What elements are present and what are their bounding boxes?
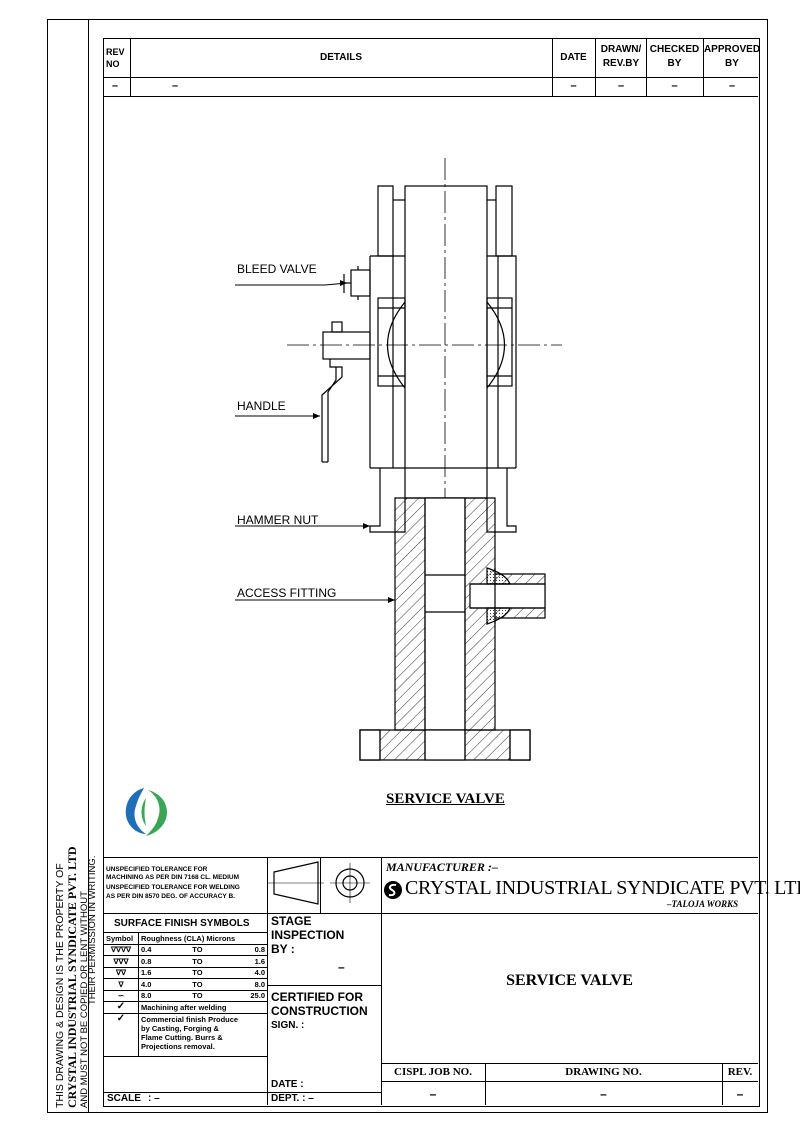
company-logo-icon [125,788,168,836]
table-row: ∇ 4.0 TO 8.0 [103,978,269,991]
checked-header: CHECKED BY [649,44,700,69]
stage-line3: BY : [271,942,295,956]
outer-border [47,19,768,1113]
drawn-value: – [617,80,625,92]
tolerance-note-line3: UNSPECIFIED TOLERANCE FOR WELDING [106,884,240,891]
surface-finish-title: SURFACE FINISH SYMBOLS [114,918,250,929]
drawing-no-label: DRAWING NO. [565,1066,642,1078]
sf-to: 25.0 [216,989,269,1002]
handle-label: HANDLE [237,399,286,413]
inner-border [103,38,760,1107]
sf-symbol: ∇ [103,978,139,991]
sf-commercial-line4: Projections removal. [141,1041,215,1051]
title-block-title: SERVICE VALVE [506,972,633,989]
table-row: ∇∇∇ 0.8 TO 1.6 [103,955,269,968]
sf-to: 1.6 [216,955,269,968]
sf-weld-symbol: ✓ [103,1001,139,1014]
date-value: – [570,80,577,92]
table-row: ✓ Commercial finish Produce by Casting, … [103,1012,268,1057]
approved-value: – [728,80,736,92]
stage-line1: STAGE [271,914,312,928]
stage-value: – [338,960,345,974]
sf-weld-text: Machining after welding [138,1001,268,1014]
sf-to: 8.0 [216,978,269,991]
tolerance-note-line4: AS PER DIN 8570 DEG. OF ACCURACY B. [106,893,235,900]
third-angle-projection-icon [268,861,370,905]
job-no-label: CISPL JOB NO. [394,1066,472,1078]
scale-value: : – [148,1093,160,1104]
sf-to: 4.0 [216,966,269,979]
manufacturer-label: MANUFACTURER :– [386,860,498,874]
sf-from: 0.4 [138,943,179,956]
sf-symbol-header: Symbol [103,932,139,945]
sf-from: 0.8 [138,955,179,968]
sf-commercial-symbol: ✓ [103,1012,139,1057]
certified-sign: SIGN. : [271,1020,305,1031]
certified-dept: DEPT. : – [271,1093,314,1104]
details-header: DETAILS [319,52,363,63]
drawing-title: SERVICE VALVE [386,791,505,807]
sf-symbol: ∇∇∇ [103,955,139,968]
sf-to-word: TO [178,955,217,968]
certified-line1: CERTIFIED FOR [271,990,363,1004]
sf-commercial-text: Commercial finish Produce by Casting, Fo… [138,1012,268,1057]
table-row: ✓ Machining after welding [103,1001,268,1014]
rev-no-value: – [112,80,119,92]
details-value: – [172,80,179,92]
manufacturer-company: CRYSTAL INDUSTRIAL SYNDICATE PVT. LTD [405,877,800,899]
sf-from: 8.0 [138,989,179,1002]
sf-from: 1.6 [138,966,179,979]
date-header: DATE [560,52,587,63]
job-no-value: – [429,1087,437,1101]
sf-to: 0.8 [216,943,269,956]
sf-to-word: TO [178,978,217,991]
approved-header: APPROVED BY [703,44,761,69]
surface-finish-table: Symbol Roughness (CLA) Microns ∇∇∇∇ 0.4 … [103,932,269,1057]
rev-no-header: REV NO [106,47,125,69]
rev-label: REV. [727,1066,753,1078]
sf-symbol: ∇∇∇∇ [103,943,139,956]
sf-roughness-header: Roughness (CLA) Microns [138,932,268,945]
sf-to-word: TO [178,966,217,979]
table-row: ∽ 8.0 TO 25.0 [103,989,269,1002]
rev-value: – [736,1087,744,1101]
sf-commercial-line3: Flame Cutting. Burrs & [141,1032,223,1042]
stage-line2: INSPECTION [271,928,345,942]
manufacturer-works: –TALOJA WORKS [667,899,739,909]
tolerance-note-line1: UNSPECIFIED TOLERANCE FOR [106,866,208,873]
sf-to-word: TO [178,943,217,956]
side-strip-divider [88,19,89,1112]
hammer-nut-label: HAMMER NUT [237,513,319,527]
checked-value: – [671,80,678,92]
bleed-valve-label: BLEED VALVE [237,262,317,276]
drawing-no-value: – [600,1087,607,1101]
drawn-header: DRAWN/ REV.BY [600,44,642,69]
sf-from: 4.0 [138,978,179,991]
scale-label: SCALE [107,1093,141,1104]
sf-symbol: ∽ [103,989,139,1002]
certified-date: DATE : [271,1079,304,1090]
sf-to-word: TO [178,989,217,1002]
certified-line2: CONSTRUCTION [271,1004,368,1018]
table-row: ∇∇∇∇ 0.4 TO 0.8 [103,943,269,956]
sf-commercial-line2: by Casting, Forging & [141,1023,219,1033]
sf-symbol: ∇∇ [103,966,139,979]
company-mark-icon [384,881,402,899]
table-row: ∇∇ 1.6 TO 4.0 [103,966,269,979]
access-fitting-label: ACCESS FITTING [237,586,337,600]
sf-commercial-line1: Commercial finish Produce [141,1014,239,1024]
tolerance-note-line2: MACHINING AS PER DIN 7168 CL. MEDIUM [106,874,240,881]
